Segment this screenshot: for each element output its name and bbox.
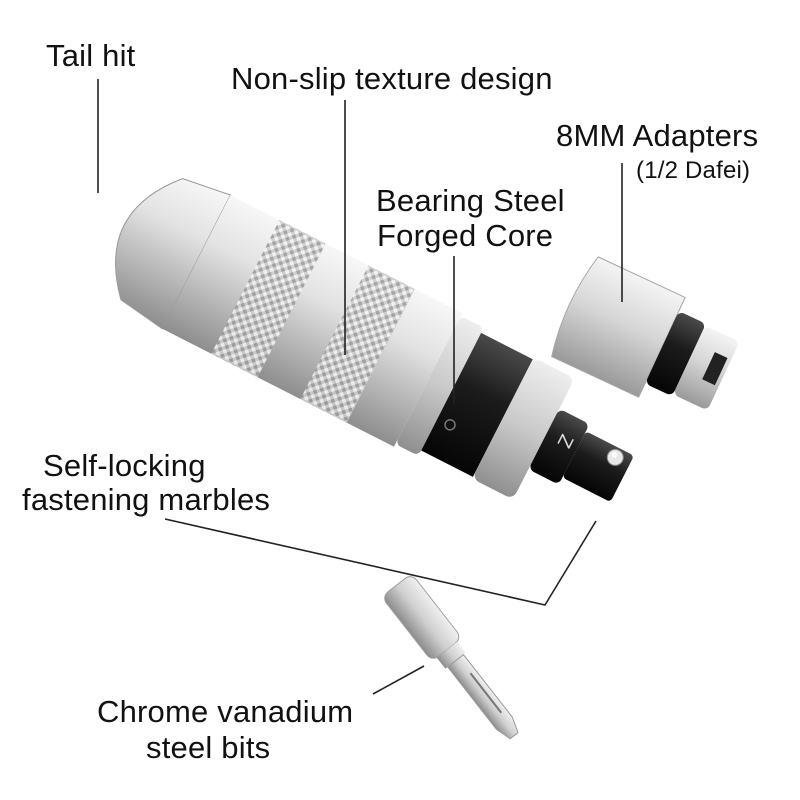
bearing-core: [421, 332, 533, 477]
label-bearing-line1: Bearing Steel: [376, 183, 565, 218]
label-bearing-line2: Forged Core: [377, 218, 554, 253]
label-non-slip: Non-slip texture design: [231, 61, 553, 96]
label-chrome-line2: steel bits: [146, 730, 271, 765]
impact-driver-body: Z: [115, 178, 633, 501]
drive-neck: [530, 410, 588, 483]
screwdriver-bit: [384, 576, 519, 740]
label-adapters-title: 8MM Adapters: [556, 118, 759, 153]
leader-chrome: [372, 665, 425, 695]
leader-lines: [97, 79, 623, 695]
front-collar: [397, 317, 482, 454]
label-tail-hit: Tail hit: [46, 38, 136, 73]
knurl-band-2: [300, 265, 415, 423]
label-chrome-line1: Chrome vanadium: [97, 694, 354, 729]
label-adapters-sub: (1/2 Dafei): [636, 157, 751, 184]
leader-self-locking: [164, 518, 597, 606]
adapter-socket: [551, 256, 738, 409]
knurl-band-1: [211, 220, 326, 378]
label-self-locking-line2: fastening marbles: [22, 482, 271, 517]
tail-cap: [115, 178, 232, 330]
label-self-locking-line1: Self-locking: [43, 448, 206, 483]
steel-ring: [474, 360, 572, 497]
handle-barrel: [162, 195, 463, 447]
